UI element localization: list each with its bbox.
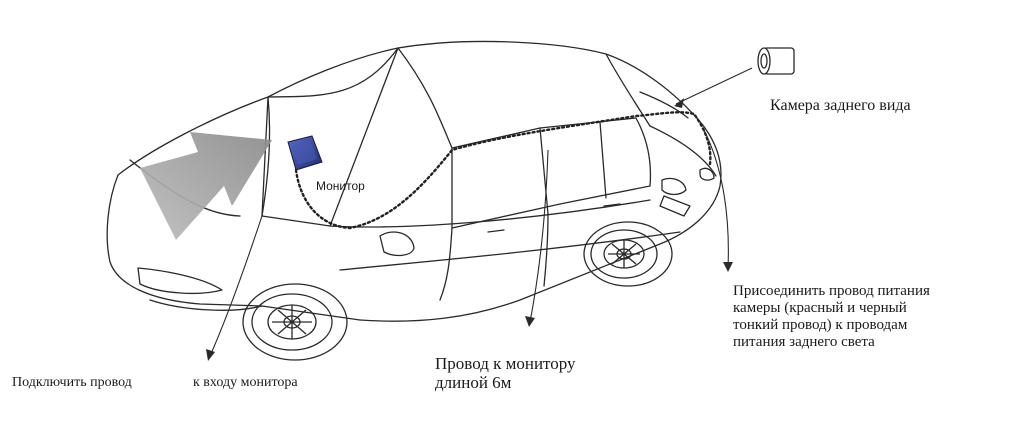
cable-label-line: длиной 6м (435, 373, 512, 392)
power-label-line: Присоединить провод питания (733, 283, 930, 299)
power-label-line: тонкий провод) к проводам (733, 317, 908, 333)
leader-arrowheads (206, 98, 733, 361)
monitor-label: Монитор (316, 179, 365, 193)
cable-label-line: Провод к монитору (435, 354, 576, 373)
rear-wheel (583, 221, 673, 287)
front-wheel (242, 283, 348, 361)
camera-label: Камера заднего вида (770, 97, 911, 114)
power-connection-label: Присоединить провод питания камеры (крас… (733, 283, 1018, 351)
direction-arrow (140, 132, 272, 240)
camera-cable (294, 111, 712, 230)
monitor-input-label: к входу монитора (193, 375, 298, 390)
power-label-line: питания заднего света (733, 334, 875, 350)
power-label-line: камеры (красный и черный (733, 300, 907, 316)
monitor-icon (287, 135, 323, 171)
connect-wire-label: Подключить провод (12, 375, 132, 390)
rear-camera-icon (757, 47, 795, 75)
cable-length-label: Провод к монитору длиной 6м (435, 354, 576, 392)
leader-lines (209, 67, 753, 357)
